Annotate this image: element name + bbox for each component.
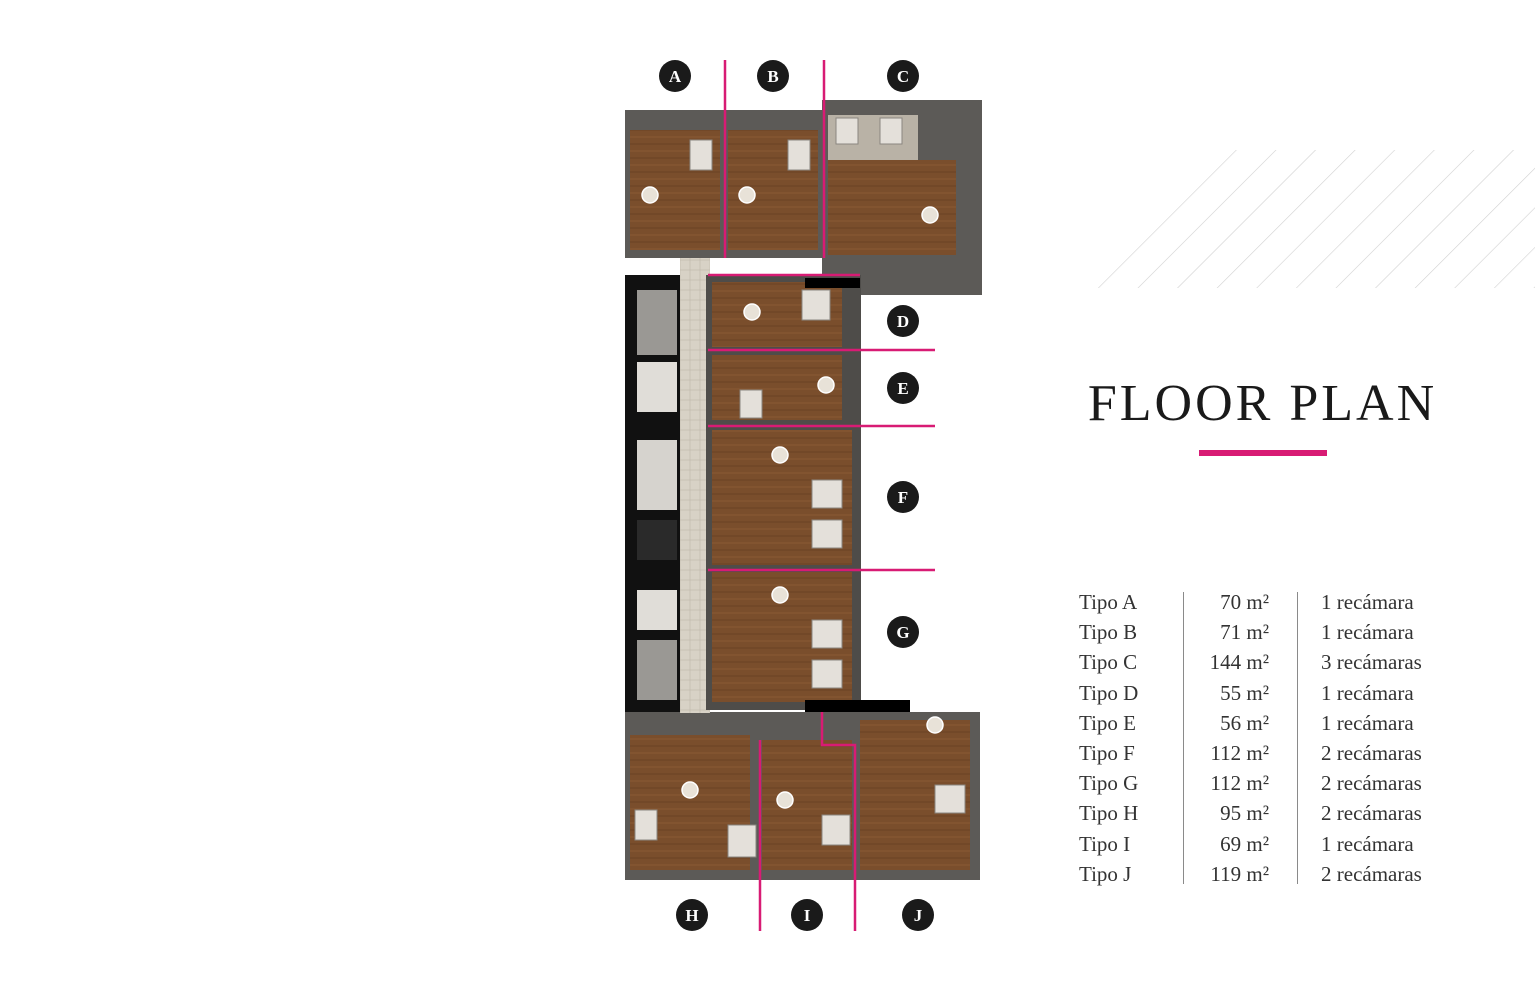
unit-rooms: 2 recámaras xyxy=(1321,740,1422,765)
unit-row: Tipo I 69 m² 1 recámara xyxy=(1079,832,1459,862)
page-title: FLOOR PLAN xyxy=(1087,375,1438,432)
furniture-beds xyxy=(634,117,966,858)
unit-marker-e: E xyxy=(887,372,919,404)
core-services xyxy=(637,290,677,700)
unit-area: 56 m² xyxy=(1220,710,1269,735)
unit-area: 112 m² xyxy=(1210,740,1269,765)
unit-markers: A B C D E F G H I J xyxy=(659,60,934,931)
unit-rooms: 2 recámaras xyxy=(1321,771,1422,796)
unit-type: Tipo J xyxy=(1079,861,1132,886)
unit-type: Tipo C xyxy=(1079,650,1138,675)
unit-area: 119 m² xyxy=(1210,861,1269,886)
unit-marker-b: B xyxy=(757,60,789,92)
unit-rooms: 1 recámara xyxy=(1321,590,1414,614)
unit-marker-label: B xyxy=(767,67,778,86)
title-underline xyxy=(1199,450,1327,456)
wall-accents xyxy=(805,278,910,712)
unit-row: Tipo B 71 m² 1 recámara xyxy=(1079,620,1459,650)
unit-rooms: 3 recámaras xyxy=(1321,650,1422,675)
unit-rooms: 1 recámara xyxy=(1321,680,1414,705)
unit-area: 55 m² xyxy=(1220,680,1269,705)
unit-area: 144 m² xyxy=(1209,650,1269,675)
unit-type: Tipo F xyxy=(1079,740,1135,765)
unit-type: Tipo I xyxy=(1079,831,1131,856)
unit-row: Tipo A 70 m² 1 recámara xyxy=(1079,590,1459,620)
unit-row: Tipo C 144 m² 3 recámaras xyxy=(1079,650,1459,680)
unit-marker-label: E xyxy=(897,379,908,398)
furniture-tables xyxy=(641,186,944,809)
unit-marker-label: J xyxy=(914,906,923,925)
column-divider xyxy=(1183,592,1184,884)
decorative-stripes xyxy=(1090,150,1535,288)
unit-area: 70 m² xyxy=(1220,590,1269,614)
unit-marker-label: G xyxy=(896,623,909,642)
unit-marker-h: H xyxy=(676,899,708,931)
unit-type: Tipo D xyxy=(1079,680,1139,705)
unit-row: Tipo D 55 m² 1 recámara xyxy=(1079,681,1459,711)
column-divider xyxy=(1297,592,1298,884)
unit-type: Tipo A xyxy=(1079,590,1138,614)
unit-type: Tipo G xyxy=(1079,771,1139,796)
unit-rooms: 2 recámaras xyxy=(1321,801,1422,826)
unit-marker-j: J xyxy=(902,899,934,931)
unit-row: Tipo F 112 m² 2 recámaras xyxy=(1079,741,1459,771)
unit-marker-g: G xyxy=(887,616,919,648)
unit-rooms: 2 recámaras xyxy=(1321,861,1422,886)
unit-row: Tipo H 95 m² 2 recámaras xyxy=(1079,801,1459,831)
unit-type: Tipo H xyxy=(1079,801,1139,826)
unit-row: Tipo E 56 m² 1 recámara xyxy=(1079,711,1459,741)
unit-marker-a: A xyxy=(659,60,691,92)
unit-row: Tipo G 112 m² 2 recámaras xyxy=(1079,771,1459,801)
unit-marker-label: D xyxy=(897,312,909,331)
unit-row: Tipo J 119 m² 2 recámaras xyxy=(1079,862,1459,892)
unit-type: Tipo E xyxy=(1079,710,1137,735)
unit-marker-f: F xyxy=(887,481,919,513)
unit-marker-label: F xyxy=(898,488,908,507)
unit-area: 71 m² xyxy=(1220,620,1269,645)
unit-type: Tipo B xyxy=(1079,620,1138,645)
unit-area: 69 m² xyxy=(1220,831,1269,856)
unit-marker-label: H xyxy=(685,906,698,925)
unit-area: 95 m² xyxy=(1220,801,1269,826)
unit-marker-d: D xyxy=(887,305,919,337)
unit-marker-i: I xyxy=(791,899,823,931)
unit-rooms: 1 recámara xyxy=(1321,831,1414,856)
unit-marker-label: C xyxy=(897,67,909,86)
unit-divider-lines xyxy=(708,60,935,931)
unit-rooms: 1 recámara xyxy=(1321,620,1414,645)
unit-area: 112 m² xyxy=(1210,771,1269,796)
unit-marker-c: C xyxy=(887,60,919,92)
unit-marker-label: I xyxy=(804,906,811,925)
unit-marker-label: A xyxy=(669,67,682,86)
unit-rooms: 1 recámara xyxy=(1321,710,1414,735)
